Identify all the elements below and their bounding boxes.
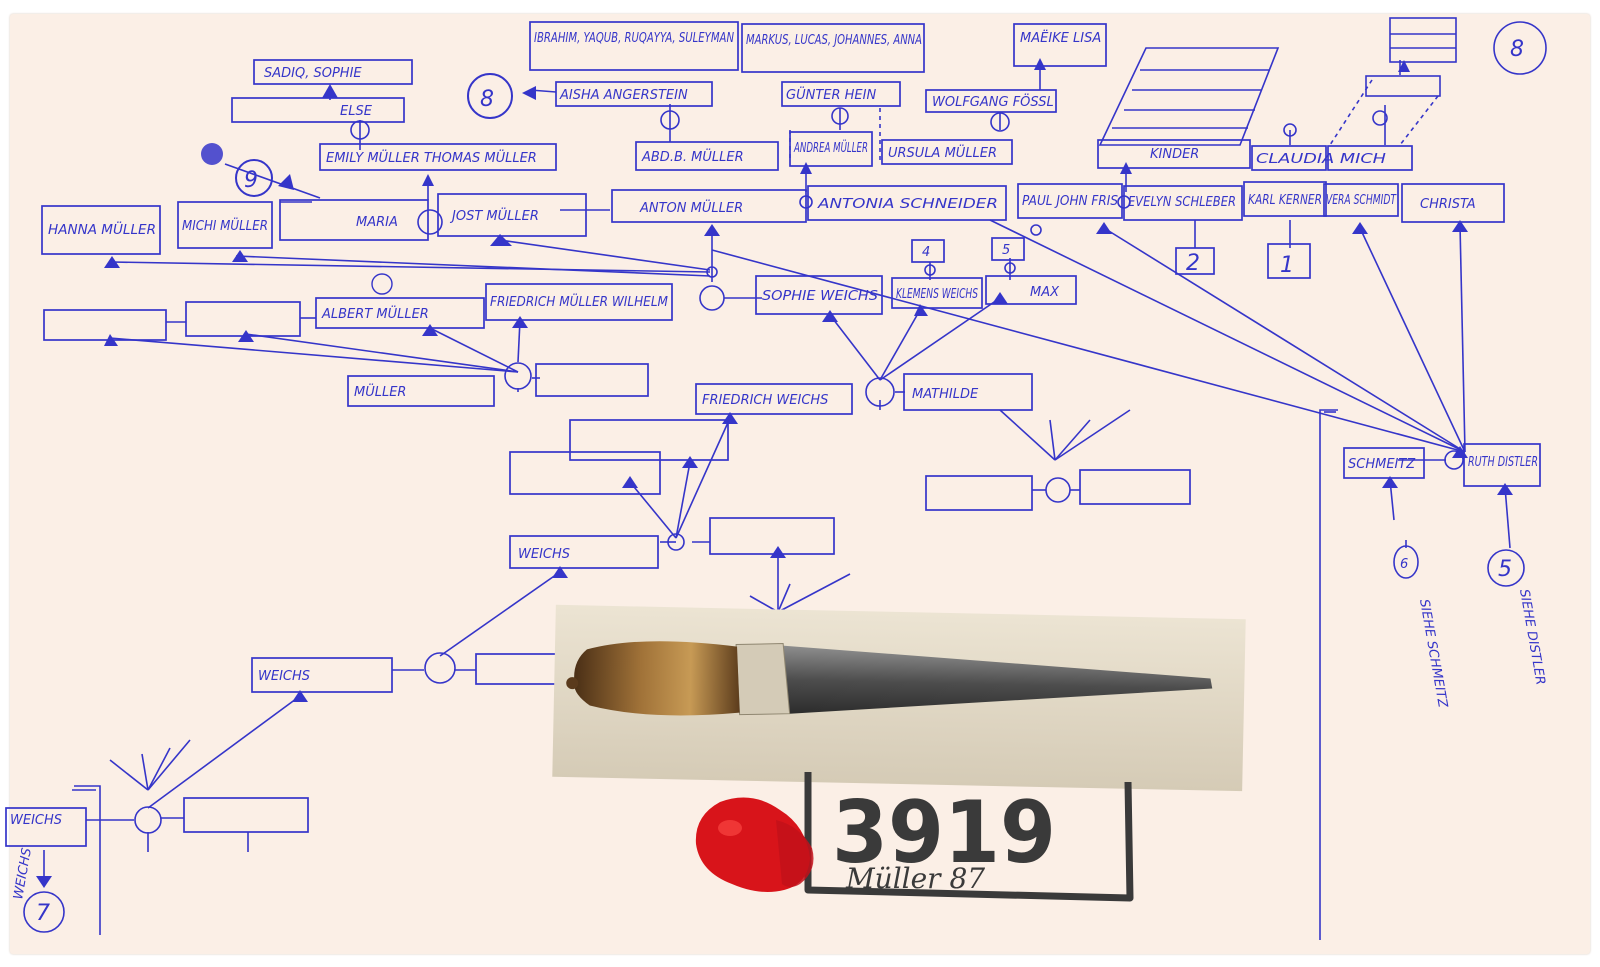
connector-lines — [43, 17, 1511, 940]
label-andrea: ANDREA MÜLLER — [793, 139, 868, 156]
label-sophie-weichs: SOPHIE WEICHS — [762, 289, 878, 304]
label-albert: ALBERT MÜLLER — [321, 305, 429, 322]
margin-note: WEICHS — [11, 847, 35, 901]
signature: Müller 87 — [845, 862, 985, 895]
label-guenter: GÜNTER HEIN — [786, 86, 876, 103]
label-mueller: MÜLLER — [354, 383, 406, 400]
label-siehe-distler: SIEHE DISTLER — [1516, 588, 1548, 686]
label-friedrich-weichs: FRIEDRICH WEICHS — [702, 393, 828, 408]
inventory-stamp: 3919 Müller 87 — [804, 772, 1134, 902]
label-weichs-2: WEICHS — [258, 669, 310, 684]
label-schmeitz: SCHMEITZ — [1348, 457, 1416, 472]
small-ring — [371, 273, 393, 295]
marker-6-circle — [1393, 545, 1419, 579]
label-vera: VERA SCHMIDT — [1326, 193, 1397, 208]
marker-4: 4 — [922, 245, 930, 260]
label-maeike: MAËIKE LISA — [1020, 30, 1101, 46]
label-claudia: CLAUDIA MICH — [1256, 152, 1386, 167]
label-jost: JOST MÜLLER — [449, 207, 539, 224]
label-emily-thomas: EMILY MÜLLER THOMAS MÜLLER — [326, 149, 537, 166]
label-mathilde: MATHILDE — [912, 387, 979, 402]
label-sadiq-sophie: SADIQ, SOPHIE — [264, 66, 362, 81]
page-marker-circle — [467, 73, 513, 119]
marker-5: 5 — [1002, 243, 1010, 258]
label-wolfgang: WOLFGANG FÖSSL — [932, 93, 1054, 110]
label-siehe-schmeitz: SIEHE SCHMEITZ — [1416, 598, 1450, 710]
label-klemens: KLEMENS WEICHS — [896, 287, 978, 302]
dagger-handle — [574, 641, 740, 716]
marker-9: 9 — [244, 168, 258, 193]
label-christa: CHRISTA — [1420, 197, 1476, 212]
marker-6: 6 — [1400, 557, 1408, 572]
marker-1: 1 — [1280, 253, 1294, 278]
marker-5b: 5 — [1498, 557, 1512, 582]
label-anton: ANTON MÜLLER — [639, 199, 743, 216]
label-abd: ABD.B. MÜLLER — [641, 148, 744, 165]
corner-marker-circle — [23, 891, 65, 933]
label-maria: MARIA — [356, 215, 398, 230]
label-ibrahim: IBRAHIM, YAQUB, RUQAYYA, SULEYMAN — [534, 31, 734, 46]
marker-9-circle — [235, 159, 273, 197]
label-ruth-distler: RUTH DISTLER — [1468, 455, 1538, 470]
label-paul: PAUL JOHN FRIS — [1022, 194, 1118, 209]
page-marker: 8 — [480, 87, 494, 112]
label-hanna: HANNA MÜLLER — [48, 221, 156, 238]
label-max: MAX — [1030, 285, 1060, 300]
corner-badge-circle — [1493, 21, 1547, 75]
dagger-bolster — [735, 643, 791, 716]
dagger-pommel — [566, 677, 579, 690]
label-karl: KARL KERNER — [1248, 193, 1322, 208]
corner-marker: 7 — [36, 901, 50, 926]
label-evelyn: EVELYN SCHLEBER — [1128, 195, 1236, 210]
dagger-photo — [552, 604, 1246, 792]
label-antonia: ANTONIA SCHNEIDER — [817, 197, 998, 212]
label-wilhelm: FRIEDRICH MÜLLER WILHELM — [490, 293, 668, 310]
label-ursula: URSULA MÜLLER — [888, 144, 997, 161]
numbered-markers: 8 9 4 5 2 1 6 5 8 7 — [23, 21, 1547, 933]
person-boxes — [5, 21, 1541, 847]
label-weichs-3: WEICHS — [10, 813, 62, 828]
dagger-blade — [777, 645, 1213, 714]
label-michi: MICHI MÜLLER — [182, 217, 268, 234]
corner-badge: 8 — [1510, 37, 1524, 62]
label-weichs-1: WEICHS — [518, 547, 570, 562]
label-markus: MARKUS, LUCAS, JOHANNES, ANNA — [746, 33, 922, 48]
label-else: ELSE — [340, 104, 373, 119]
inventory-number: 3919 — [832, 783, 1056, 883]
red-wax-seal — [695, 797, 814, 892]
filled-dot — [201, 143, 223, 165]
label-kinder: KINDER — [1150, 147, 1199, 162]
marker-5b-circle — [1487, 549, 1525, 587]
label-aisha: AISHA ANGERSTEIN — [559, 88, 688, 103]
marker-2: 2 — [1186, 251, 1200, 276]
